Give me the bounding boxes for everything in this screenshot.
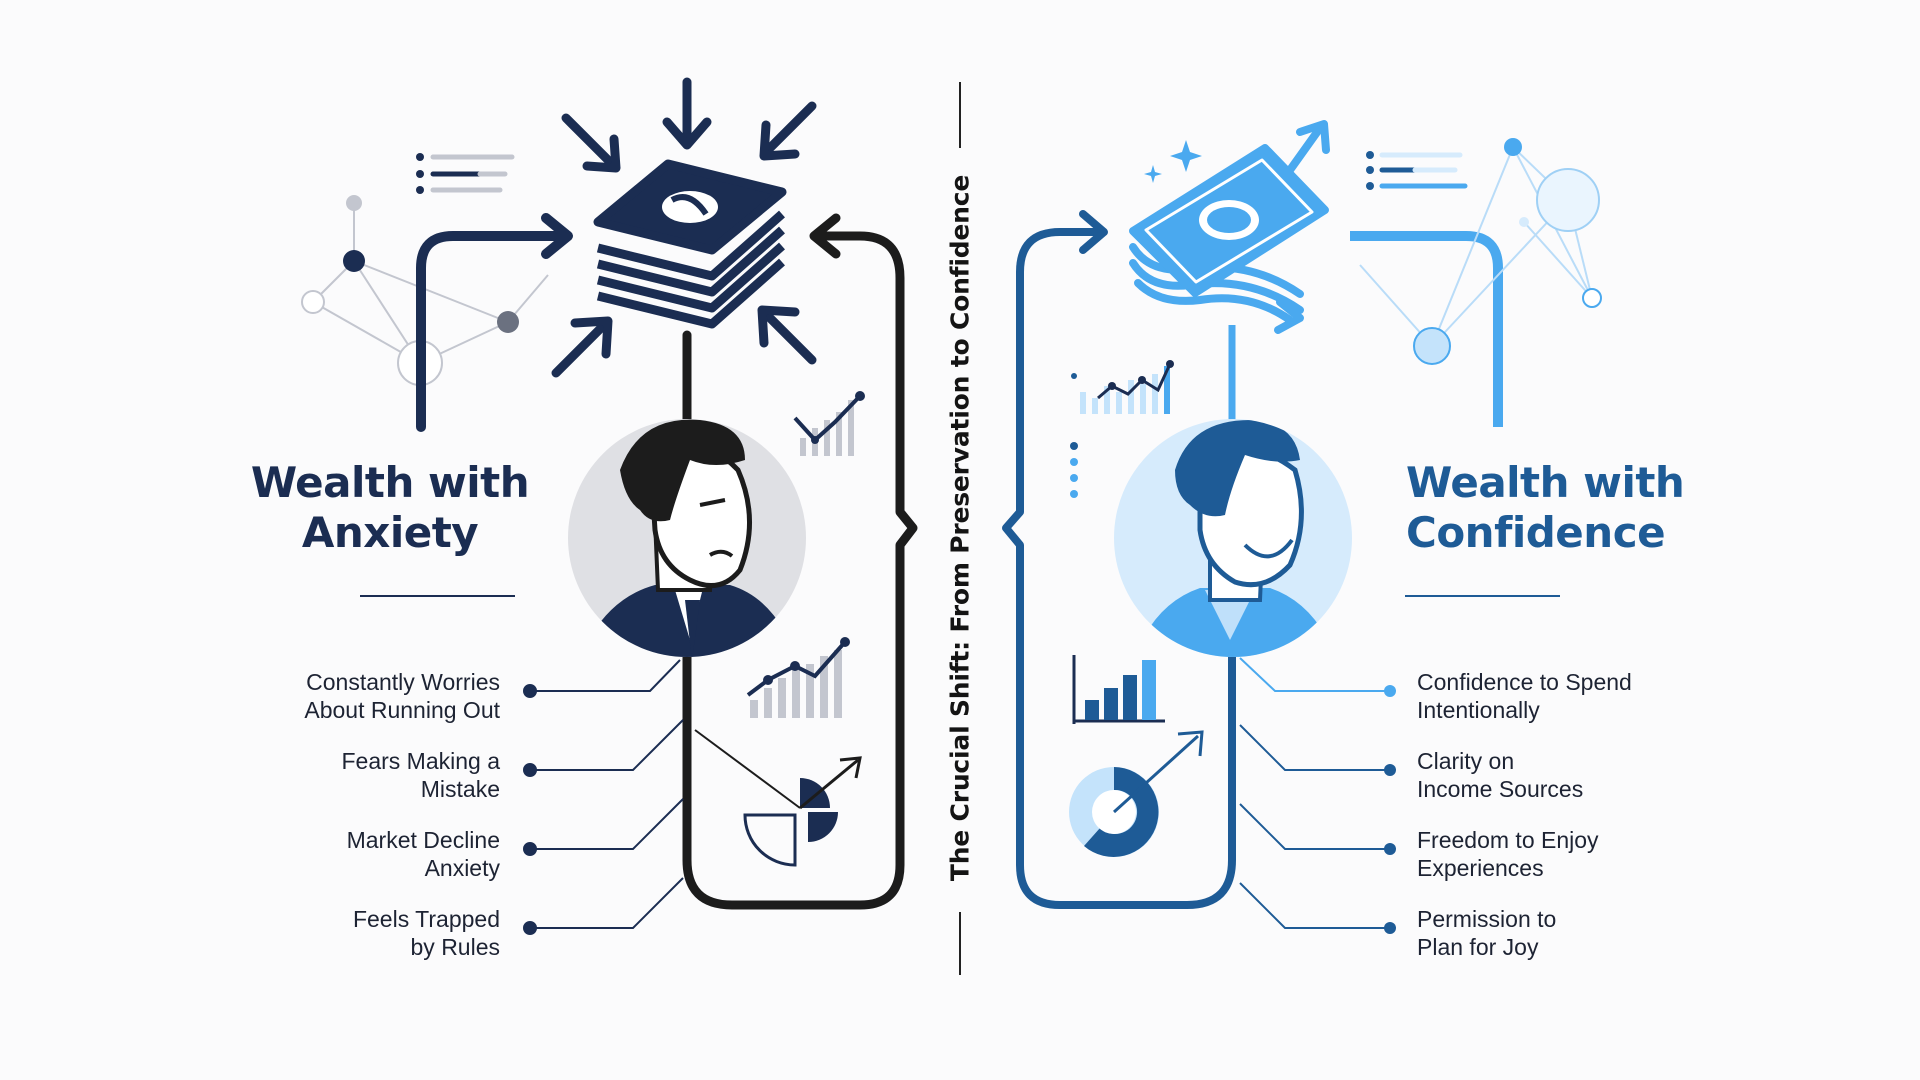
- growth-chart-icon: [793, 391, 865, 456]
- anxiety-item-mistake: Fears Making a Mistake: [200, 747, 500, 803]
- network-icon: [1359, 138, 1602, 365]
- anxiety-item-market: Market Decline Anxiety: [200, 826, 500, 882]
- item-line: Plan for Joy: [1417, 934, 1539, 960]
- compress-arrows-icon: [551, 77, 817, 378]
- item-line: Fears Making a: [341, 748, 500, 774]
- donut-chart-icon: [1069, 730, 1204, 857]
- item-line: Anxiety: [424, 855, 500, 881]
- anxious-person-icon: [568, 419, 806, 657]
- left-connectors: [523, 659, 684, 935]
- item-line: Experiences: [1417, 855, 1544, 881]
- heading-anxiety-line-2: Anxiety: [301, 508, 479, 557]
- item-line: Intentionally: [1417, 697, 1540, 723]
- item-line: About Running Out: [304, 697, 500, 723]
- anxiety-item-worries: Constantly Worries About Running Out: [200, 668, 500, 724]
- item-line: Confidence to Spend: [1417, 669, 1632, 695]
- heading-confidence-line-2: Confidence: [1406, 508, 1666, 557]
- confidence-item-permission: Permission to Plan for Joy: [1417, 905, 1717, 961]
- confident-person-icon: [1114, 419, 1352, 657]
- flying-money-icon: [1129, 120, 1330, 334]
- item-line: Feels Trapped: [352, 906, 500, 932]
- heading-anxiety: Wealth with Anxiety: [240, 458, 540, 558]
- item-line: Constantly Worries: [306, 669, 500, 695]
- anxiety-item-trapped: Feels Trapped by Rules: [200, 905, 500, 961]
- pie-chart-icon: [694, 729, 862, 867]
- right-bracket: [1228, 231, 1503, 427]
- item-line: by Rules: [410, 934, 500, 960]
- list-lines-icon: [1366, 151, 1468, 190]
- item-line: Mistake: [420, 776, 500, 802]
- confidence-item-clarity: Clarity on Income Sources: [1417, 747, 1717, 803]
- item-line: Market Decline: [346, 827, 500, 853]
- crucial-shift-banner: The Crucial Shift: From Preservation to …: [945, 174, 975, 882]
- bar-chart-icon: [1072, 655, 1165, 724]
- right-connectors: [1239, 657, 1396, 934]
- heading-confidence-line-1: Wealth with: [1406, 458, 1685, 507]
- item-line: Income Sources: [1417, 776, 1584, 802]
- left-return-loop: [682, 213, 918, 910]
- confidence-item-spend: Confidence to Spend Intentionally: [1417, 668, 1717, 724]
- left-flow-arrow: [416, 213, 573, 432]
- list-lines-icon: [416, 153, 515, 194]
- heading-anxiety-line-1: Wealth with: [250, 458, 530, 507]
- confidence-item-freedom: Freedom to Enjoy Experiences: [1417, 826, 1717, 882]
- item-line: Clarity on: [1417, 748, 1515, 774]
- growth-chart-icon: [1070, 360, 1174, 498]
- network-icon: [301, 195, 549, 386]
- item-line: Permission to: [1417, 906, 1557, 932]
- heading-confidence: Wealth with Confidence: [1406, 458, 1706, 558]
- compressed-money-icon: [593, 159, 787, 329]
- right-flow-loop: [1002, 210, 1236, 909]
- growth-chart-icon: [746, 637, 850, 718]
- item-line: Freedom to Enjoy: [1417, 827, 1599, 853]
